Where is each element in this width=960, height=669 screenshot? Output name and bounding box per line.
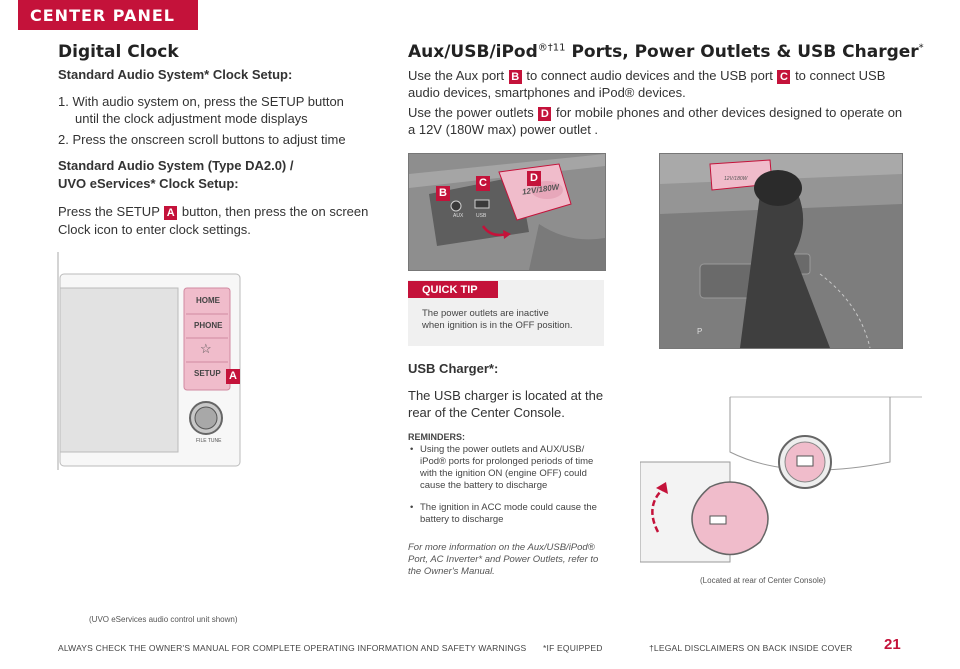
quick-tip-text-1: The power outlets are inactive <box>422 308 549 319</box>
section-tab: CENTER PANEL <box>18 0 198 30</box>
phone-button[interactable]: PHONE <box>194 321 223 330</box>
file-tune-label: FILE TUNE <box>196 438 222 444</box>
shifter-photo <box>659 153 903 349</box>
ports-title-sup: ®†11 <box>537 42 566 54</box>
ports-title-a: Aux/USB/iPod <box>408 42 538 62</box>
page-number: 21 <box>884 636 901 653</box>
callout-d: D <box>527 171 541 186</box>
footer-legal: †LEGAL DISCLAIMERS ON BACK INSIDE COVER <box>649 643 853 653</box>
callout-c: C <box>476 176 490 191</box>
park-gear-label: P <box>697 327 703 336</box>
callout-a-inline: A <box>164 205 178 220</box>
callout-b-inline: B <box>508 69 522 84</box>
standard-audio-subtitle: Standard Audio System* Clock Setup: <box>58 67 293 82</box>
ports-title: Aux/USB/iPod®†11 Ports, Power Outlets & … <box>408 42 924 62</box>
aux-port-label: AUX <box>453 213 464 219</box>
callout-d-inline: D <box>538 106 552 121</box>
ports-title-star: * <box>918 42 924 54</box>
quick-tip-label: QUICK TIP <box>408 281 498 298</box>
favorite-star-icon[interactable]: ☆ <box>200 341 212 356</box>
power-outlet-line-1: Use the power outlets D for mobile phone… <box>408 104 902 122</box>
step-1-line-1: 1. With audio system on, press the SETUP… <box>58 94 344 109</box>
usb-charger-line-1: The USB charger is located at the <box>408 388 604 403</box>
callout-c-inline: C <box>777 69 791 84</box>
more-info-line-2: Port, AC Inverter* and Power Outlets, re… <box>408 554 599 565</box>
power-outlet-text-b: for mobile phones and other devices desi… <box>555 105 903 120</box>
setup-button[interactable]: SETUP <box>194 369 221 378</box>
power-outlet-line-2: a 12V (180W max) power outlet . <box>408 122 599 137</box>
usb-charger-line-2: rear of the Center Console. <box>408 405 565 420</box>
type-da-subtitle-line-1: Standard Audio System (Type DA2.0) / <box>58 158 294 173</box>
more-info-line-3: the Owner's Manual. <box>408 566 495 577</box>
more-info-line-1: For more information on the Aux/USB/iPod… <box>408 542 595 553</box>
audio-unit-illustration <box>57 252 241 470</box>
ports-title-b: Ports, Power Outlets & USB Charger <box>565 42 919 62</box>
power-outlet-text-a: Use the power outlets <box>408 105 534 120</box>
reminder-bullet-2: • <box>410 502 414 513</box>
callout-b: B <box>436 186 450 201</box>
footer-if-equipped: *IF EQUIPPED <box>543 643 603 653</box>
aux-usb-text-c: to connect USB <box>795 68 886 83</box>
usb-port-label: USB <box>476 213 487 219</box>
callout-a: A <box>226 369 240 384</box>
step-1-line-2: until the clock adjustment mode displays <box>75 111 308 126</box>
aux-usb-text-a: Use the Aux port <box>408 68 505 83</box>
press-setup-text-a: Press the SETUP <box>58 204 160 219</box>
home-button[interactable]: HOME <box>196 296 220 305</box>
reminder-bullet-1: • <box>410 444 414 455</box>
press-setup-line-2: Clock icon to enter clock settings. <box>58 222 251 237</box>
outlet-label-2: 12V/180W <box>724 176 748 182</box>
ports-photo <box>408 153 606 271</box>
usb-charger-title: USB Charger*: <box>408 361 499 376</box>
type-da-subtitle-line-2: UVO eServices* Clock Setup: <box>58 176 239 191</box>
aux-usb-line-1: Use the Aux port B to connect audio devi… <box>408 67 885 85</box>
aux-usb-line-2: audio devices, smartphones and iPod® dev… <box>408 85 686 100</box>
digital-clock-title: Digital Clock <box>58 42 179 62</box>
usb-charger-illustration <box>640 396 922 563</box>
press-setup-line-1: Press the SETUP A button, then press the… <box>58 203 368 221</box>
audio-unit-caption: (UVO eServices audio control unit shown) <box>89 615 238 624</box>
quick-tip-text-2: when ignition is in the OFF position. <box>422 320 573 331</box>
footer-warning: ALWAYS CHECK THE OWNER'S MANUAL FOR COMP… <box>58 643 527 653</box>
aux-usb-text-b: to connect audio devices and the USB por… <box>526 68 773 83</box>
located-caption: (Located at rear of Center Console) <box>700 576 826 585</box>
press-setup-text-b: button, then press the on screen <box>181 204 369 219</box>
reminders-heading: REMINDERS: <box>408 432 466 442</box>
reminder-2: The ignition in ACC mode could cause the… <box>420 502 597 525</box>
step-2: 2. Press the onscreen scroll buttons to … <box>58 132 346 147</box>
reminder-1: Using the power outlets and AUX/USB/ iPo… <box>420 444 594 491</box>
